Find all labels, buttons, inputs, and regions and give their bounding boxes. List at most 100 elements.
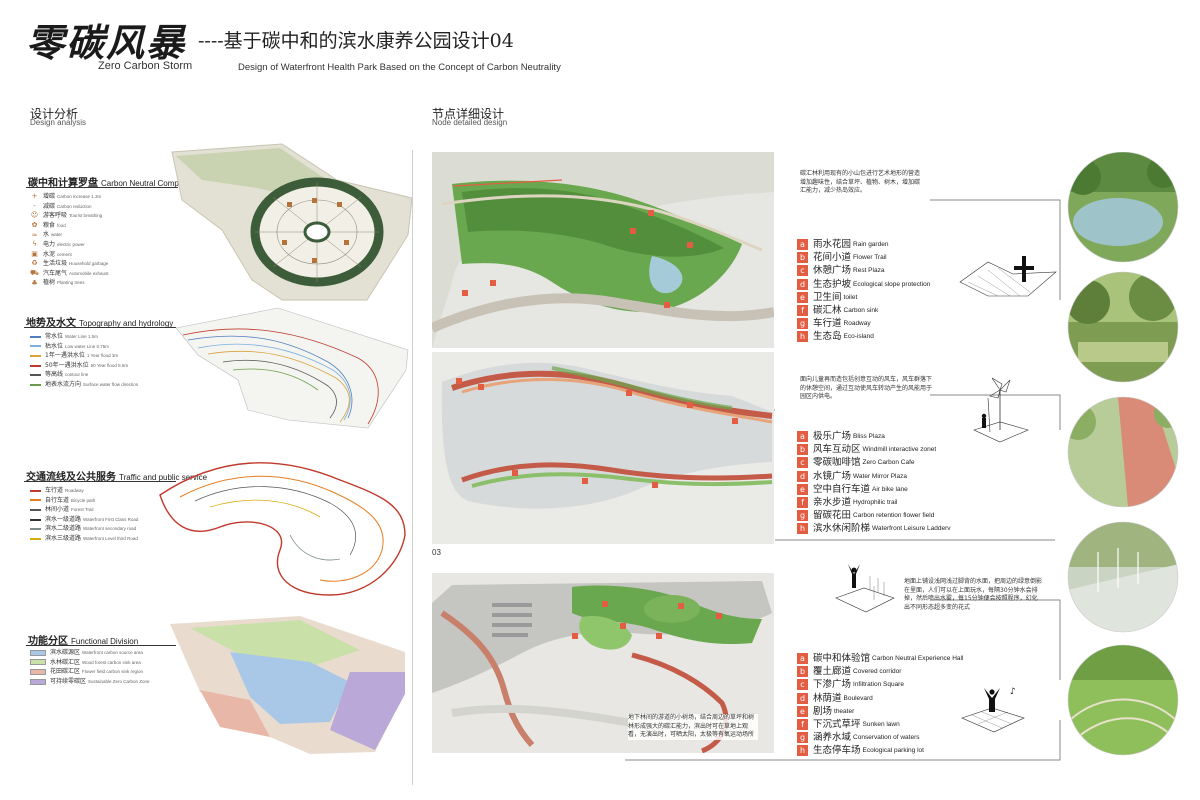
node2-plan	[432, 352, 774, 544]
traffic-legend-swatch	[30, 499, 41, 502]
traffic-legend-cn: 滨水三级道路	[45, 534, 82, 542]
func-legend-en: Wood forest carbon sink area	[82, 659, 141, 665]
node-letter-badge: f	[797, 497, 808, 509]
traffic-legend-cn: 滨水二级道路	[45, 525, 82, 533]
node-item-cn: 覆土廊道	[813, 666, 852, 678]
node-letter-badge: h	[797, 745, 808, 757]
node1-plan	[432, 152, 774, 348]
compass-legend-en: Tourist breathing	[69, 213, 103, 219]
topo-legend-swatch	[30, 374, 41, 377]
topo-legend-en: Water Line 1.5m	[65, 334, 98, 339]
compass-title-underline	[26, 187, 178, 188]
design-analysis-heading-en: Design analysis	[30, 118, 87, 127]
compass-legend-icon: ✿	[31, 221, 38, 230]
topo-legend-swatch	[30, 364, 41, 367]
compass-legend-cn: 减碳	[43, 202, 56, 210]
func-zone-flower	[200, 690, 270, 737]
compass-legend-en: Household garbage	[69, 261, 109, 267]
node-item-en: Eco-island	[843, 333, 874, 341]
node-item-cn: 空中自行车道	[813, 483, 871, 495]
node-item-en: Flower Trail	[853, 254, 887, 262]
func-legend-swatch	[30, 678, 46, 685]
node-item-en: Hydrophilic trail	[853, 498, 898, 506]
node3-parking	[492, 603, 532, 637]
node-item-cn: 剧场	[813, 705, 833, 717]
node-item-cn: 花间小道	[813, 252, 852, 264]
node-item-en: Ecological parking lot	[862, 747, 924, 755]
node-item-en: Infiltration Square	[853, 681, 904, 689]
node-letter-badge: f	[797, 719, 808, 731]
topo-legend-swatch	[30, 354, 41, 357]
node-item-cn: 林荫道	[813, 692, 842, 704]
compass-legend-cn: 增碳	[43, 193, 56, 200]
node-letter-badge: c	[797, 265, 808, 277]
node-letter-badge: b	[797, 666, 808, 678]
node-letter-badge: a	[797, 653, 808, 665]
compass-legend-icon: ▣	[31, 249, 38, 258]
traffic-legend-en: Waterfront secondary road	[83, 526, 137, 532]
node-item-cn: 生态停车场	[813, 745, 861, 757]
topo-legend-swatch	[30, 383, 41, 386]
traffic-legend-swatch	[30, 508, 41, 511]
compass-legend-icon: ☺	[30, 211, 39, 220]
topo-legend-cn: 1年一遇洪水位	[45, 352, 85, 360]
svg-text:♪: ♪	[1010, 687, 1016, 697]
node-item-cn: 下渗广场	[813, 679, 852, 691]
node-letter-badge: d	[797, 470, 808, 482]
photo-lawn	[1068, 645, 1178, 755]
compass-legend-icon: ♻	[31, 259, 38, 268]
func-legend-cn: 花田碳汇区	[50, 668, 81, 676]
compass-legend-cn: 生活垃圾	[43, 260, 68, 268]
node-design-heading: 节点详细设计	[432, 107, 505, 121]
compass-legend-cn: 游客呼吸	[43, 212, 68, 220]
node-item-en: Zero Carbon Cafe	[862, 459, 915, 467]
page-title: 零碳风暴	[26, 20, 187, 65]
node-item-en: Carbon retention flower field	[853, 512, 935, 520]
node-letter-badge: g	[797, 318, 808, 330]
compass-legend-en: Carbon increase 1.3m	[57, 194, 102, 199]
func-legend-swatch	[30, 668, 46, 675]
topo-legend-en: contour line	[65, 372, 89, 378]
node-item-en: Sunken lawn	[862, 720, 900, 728]
node-item-cn: 亲水步道	[813, 496, 852, 508]
node-item-en: Windmill interactive zonet	[862, 446, 937, 454]
node-item-cn: 休憩广场	[813, 265, 852, 277]
node3-note-water: 地面上铺设浅网浅过脚背的水面，把周边的绿意倒影在里面，人们可以在上面玩水，每隔3…	[904, 578, 1043, 611]
node-item-en: Bliss Plaza	[853, 433, 885, 440]
compass-legend-cn: 水泥	[43, 250, 56, 258]
compass-legend-cn: 植树	[43, 279, 56, 287]
compass-legend-cn: 粮食	[43, 221, 56, 229]
node2-windmill-icon	[973, 377, 1029, 443]
compass-legend-en: Carbon reduction	[57, 203, 92, 209]
column-divider	[412, 150, 413, 785]
topo-contours	[182, 328, 379, 425]
photo-pond	[1068, 152, 1178, 262]
compass-legend-cn: 汽车尾气	[43, 269, 68, 277]
node-item-en: Conservation of waters	[853, 734, 920, 742]
